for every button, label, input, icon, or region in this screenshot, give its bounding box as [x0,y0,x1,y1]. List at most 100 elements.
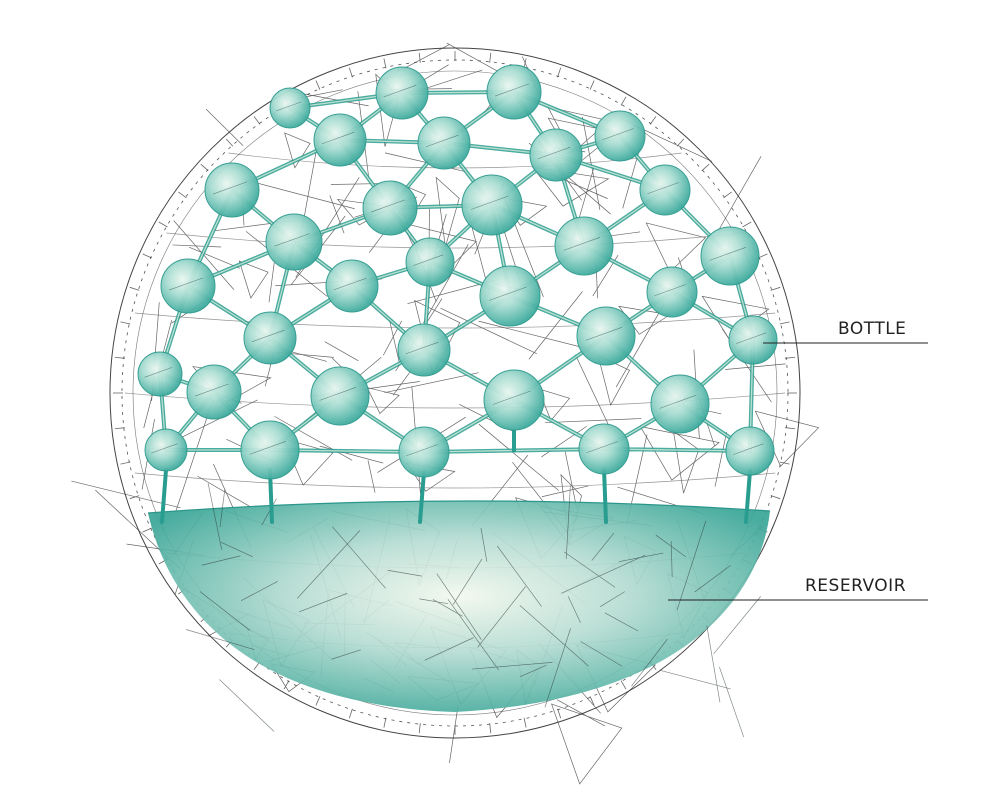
rim-tab [418,723,421,734]
bottle-sphere [269,87,311,129]
sphere-detail-line [370,199,405,213]
wireframe-strut [367,460,376,493]
wireframe-strut [449,705,459,763]
rim-tab [142,527,152,533]
rim-tab [785,427,796,430]
reservoir-strut [600,591,625,607]
sphere-detail-line [494,83,529,97]
reservoir-strut [387,569,423,577]
bottle-sphere [405,237,455,287]
sphere-detail-line [194,383,229,397]
wireframe-strut [268,262,275,303]
sphere-detail-line [736,332,767,344]
sphere-detail-line [425,134,459,148]
rim-tab [120,461,131,465]
rim-tab [758,253,768,259]
reservoir-strut [565,485,571,559]
reservoir-strut [219,679,275,732]
sphere-detail-line [212,181,247,195]
wireframe-strut [319,445,384,464]
sphere-detail-line [249,441,287,455]
bottle-sphere [397,323,451,377]
bottle-sphere [578,423,630,475]
wireframe-strut [274,416,353,461]
reservoir-strut [452,558,483,605]
bottle-sphere [325,259,379,313]
rim-tab [348,708,353,719]
rim-tab [676,138,685,147]
reservoir-strut [604,612,639,632]
rim-tab [120,321,131,325]
wireframe-facet [645,222,707,273]
reservoir-strut [719,666,745,738]
wireframe-strut [528,291,583,360]
rim-tab [649,116,657,125]
sphere-detail-line [321,131,355,145]
wireframe-strut [172,244,222,248]
bottle-sphere [398,426,450,478]
reservoir-strut [670,541,673,578]
rim-tab [114,356,125,359]
rim-tab [253,116,261,125]
reservoir-strut [544,628,571,708]
sphere-detail-line [251,329,285,343]
wireframe-strut [545,418,642,424]
rim-tab [114,427,125,430]
wireframe-strut [330,183,387,185]
rim-tab [770,286,781,291]
bottle-sphere [479,265,541,327]
rim-tab [620,680,627,690]
wireframe-facet [537,388,571,422]
reservoir-wireframe [185,483,761,738]
bottle-sphere [594,110,646,162]
bottle-sphere [186,364,242,420]
wireframe-strut [446,42,499,72]
sphere-detail-line [406,444,438,457]
sphere-detail-line [333,277,367,291]
rim-tab [742,221,752,228]
bottle-callout: BOTTLE [763,319,928,344]
bottle-sphere [639,164,691,216]
wireframe-strut [205,108,244,147]
rim-tab [178,191,187,199]
reservoir-strut [591,532,615,561]
wireframe-facet [672,430,700,494]
wireframe-strut [718,156,762,231]
bottle-sphere [417,116,471,170]
wireframe-strut [714,431,728,487]
reservoir-strut [477,586,526,648]
sphere-detail-line [319,387,357,401]
reservoir-strut [201,555,241,566]
reservoir-strut [221,541,253,558]
bottle-sphere [160,258,216,314]
bottle-sphere [725,426,775,476]
wireframe-strut [242,178,355,210]
rim-tab [315,80,321,90]
wireframe-facet [238,260,269,299]
bottle-sphere [576,306,636,366]
wireframe-strut [324,341,359,362]
rim-tab [383,717,387,728]
reservoir-strut [219,488,226,528]
rim-tab [557,708,562,719]
rim-tab [315,696,321,706]
reservoir-strut [436,573,482,640]
reservoir-strut [261,498,277,526]
bottle-sphere [728,315,778,365]
reservoir-strut [299,593,348,613]
reservoir-strut [580,641,623,667]
sphere-detail-line [405,341,439,355]
bottle-sphere [362,180,418,236]
reservoir-strut [432,599,463,617]
reservoir-strut [497,545,542,607]
bottle-sphere [375,66,429,120]
bottle-label: BOTTLE [838,319,906,339]
rim-tab [200,163,209,172]
reservoir-strut [199,591,251,631]
rim-tab [589,696,595,706]
wireframe-strut [478,320,590,350]
bottle-sphere [646,266,698,318]
reservoir-strut [563,551,616,588]
sphere-detail-line [586,441,618,454]
